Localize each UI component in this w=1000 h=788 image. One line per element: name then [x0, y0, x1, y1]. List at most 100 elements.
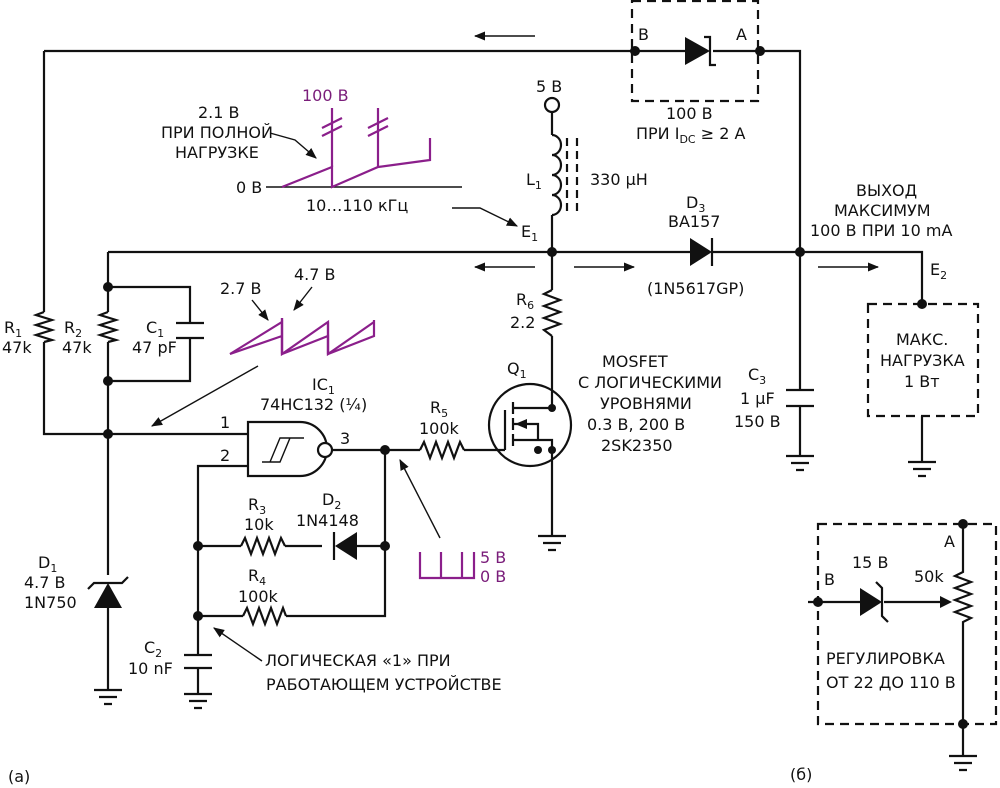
svg-text:1N750: 1N750 — [24, 593, 77, 612]
capacitor-c2: C2 10 nF — [128, 638, 212, 710]
svg-text:РАБОТАЮЩЕМ УСТРОЙСТВЕ: РАБОТАЮЩЕМ УСТРОЙСТВЕ — [266, 675, 502, 694]
output-label: ВЫХОД МАКСИМУМ 100 В ПРИ 10 mA E2 — [810, 181, 952, 282]
diode-d2: D2 1N4148 — [296, 490, 359, 560]
svg-text:1: 1 — [220, 413, 230, 432]
resistor-r2: R2 47k — [62, 310, 121, 357]
svg-text:L1: L1 — [526, 170, 542, 192]
inductor-l1: L1 330 µH — [526, 133, 648, 217]
resistor-r3: R3 10k — [240, 495, 286, 558]
gate-ic1: IC1 74HC132 (¼) 1 2 3 — [220, 375, 367, 478]
svg-text:МАКСИМУМ: МАКСИМУМ — [834, 201, 931, 220]
svg-text:4.7 В: 4.7 В — [294, 265, 336, 284]
svg-text:1N4148: 1N4148 — [296, 511, 359, 530]
svg-text:47k: 47k — [2, 338, 32, 357]
svg-text:2.1 В: 2.1 В — [198, 103, 240, 122]
svg-text:(1N5617GP): (1N5617GP) — [647, 279, 744, 298]
svg-text:50k: 50k — [914, 567, 944, 586]
svg-text:D1: D1 — [38, 553, 57, 575]
svg-text:E2: E2 — [930, 260, 947, 282]
svg-text:D3: D3 — [686, 193, 705, 215]
logic-note: ЛОГИЧЕСКАЯ «1» ПРИ РАБОТАЮЩЕМ УСТРОЙСТВЕ — [213, 627, 502, 694]
svg-text:ОТ 22 ДО 110 В: ОТ 22 ДО 110 В — [826, 673, 956, 692]
svg-text:1 Вт: 1 Вт — [904, 372, 940, 391]
svg-text:IC1: IC1 — [312, 375, 335, 397]
svg-text:100k: 100k — [238, 587, 279, 606]
svg-text:ВЫХОД: ВЫХОД — [856, 181, 917, 200]
svg-text:2.7 В: 2.7 В — [220, 279, 262, 298]
panel-label-a: (a) — [8, 767, 30, 786]
resistor-r5: R5 100k — [419, 398, 465, 462]
svg-text:ПРИ IDC ≥ 2 А: ПРИ IDC ≥ 2 А — [636, 124, 745, 146]
svg-text:10 nF: 10 nF — [128, 659, 173, 678]
mosfet-q1: Q1 MOSFET С ЛОГИЧЕСКИМИ УРОВНЯМИ 0.3 В, … — [487, 352, 722, 552]
zener-d1: D1 4.7 В 1N750 — [24, 553, 129, 706]
waveform-top: 100 В 2.1 В ПРИ ПОЛНОЙ НАГРУЗКЕ 0 В 10…1… — [161, 86, 462, 215]
svg-text:B: B — [824, 570, 835, 589]
svg-text:C1: C1 — [146, 318, 164, 340]
svg-text:ПРИ ПОЛНОЙ: ПРИ ПОЛНОЙ — [161, 123, 273, 142]
svg-text:47 pF: 47 pF — [132, 338, 177, 357]
svg-text:1 µF: 1 µF — [740, 389, 775, 408]
svg-text:5 В: 5 В — [480, 548, 506, 567]
wires — [42, 49, 924, 694]
resistor-r6: R6 2.2 — [510, 289, 564, 337]
svg-text:E1: E1 — [521, 222, 538, 244]
svg-text:РЕГУЛИРОВКА: РЕГУЛИРОВКА — [826, 649, 945, 668]
svg-text:100k: 100k — [419, 419, 460, 438]
pulse-waveform: 5 В 0 В — [399, 459, 506, 586]
svg-text:100 В: 100 В — [666, 104, 713, 123]
svg-text:4.7 В: 4.7 В — [24, 573, 66, 592]
svg-text:150 В: 150 В — [734, 412, 781, 431]
svg-text:10k: 10k — [244, 515, 274, 534]
svg-text:R4: R4 — [248, 566, 266, 588]
svg-text:100 В ПРИ 10 mA: 100 В ПРИ 10 mA — [810, 221, 952, 240]
svg-text:R1: R1 — [4, 318, 22, 340]
svg-text:Q1: Q1 — [507, 359, 527, 381]
svg-text:R5: R5 — [430, 398, 448, 420]
svg-text:10…110 кГц: 10…110 кГц — [306, 196, 408, 215]
svg-text:A: A — [944, 532, 955, 551]
svg-text:0 В: 0 В — [236, 178, 262, 197]
svg-text:A: A — [736, 25, 747, 44]
svg-text:5 В: 5 В — [536, 77, 562, 96]
svg-text:C2: C2 — [144, 638, 162, 660]
load-box: МАКС. НАГРУЗКА 1 Вт — [866, 302, 980, 478]
svg-text:15 В: 15 В — [852, 553, 888, 572]
svg-text:УРОВНЯМИ: УРОВНЯМИ — [600, 394, 692, 413]
svg-text:R3: R3 — [248, 495, 266, 517]
svg-text:BA157: BA157 — [668, 212, 720, 231]
diode-d3: D3 BA157 (1N5617GP) — [647, 193, 744, 298]
svg-text:0.3 В, 200 В: 0.3 В, 200 В — [587, 415, 685, 434]
svg-text:R6: R6 — [516, 290, 534, 312]
svg-text:MOSFET: MOSFET — [602, 352, 668, 371]
svg-text:2: 2 — [220, 446, 230, 465]
svg-text:330 µH: 330 µH — [590, 170, 648, 189]
svg-text:B: B — [638, 25, 649, 44]
svg-text:74HC132 (¼): 74HC132 (¼) — [260, 395, 367, 414]
node-e1: E1 — [452, 207, 538, 244]
svg-text:47k: 47k — [62, 338, 92, 357]
supply-5v: 5 В — [536, 77, 562, 114]
svg-text:0 В: 0 В — [480, 567, 506, 586]
adjust-box: B A 15 В 50k РЕГУЛИРОВКА ОТ 22 ДО 110 В — [808, 522, 998, 772]
svg-text:С ЛОГИЧЕСКИМИ: С ЛОГИЧЕСКИМИ — [578, 373, 722, 392]
svg-text:ЛОГИЧЕСКАЯ «1» ПРИ: ЛОГИЧЕСКАЯ «1» ПРИ — [265, 651, 451, 670]
svg-text:3: 3 — [340, 429, 350, 448]
svg-text:100 В: 100 В — [302, 86, 349, 105]
panel-label-b: (б) — [790, 765, 812, 784]
capacitor-c3: C3 1 µF 150 В — [734, 365, 814, 472]
svg-text:C3: C3 — [748, 365, 766, 387]
svg-text:НАГРУЗКА: НАГРУЗКА — [880, 351, 965, 370]
svg-text:2SK2350: 2SK2350 — [601, 436, 673, 455]
flow-arrows — [473, 31, 880, 272]
resistor-r1: R1 47k — [2, 310, 57, 357]
svg-text:2.2: 2.2 — [510, 313, 535, 332]
svg-text:МАКС.: МАКС. — [896, 330, 948, 349]
waveform-mid: 2.7 В 4.7 В — [151, 265, 376, 427]
svg-text:НАГРУЗКЕ: НАГРУЗКЕ — [175, 143, 259, 162]
capacitor-c1: C1 47 pF — [132, 318, 204, 357]
svg-text:D2: D2 — [322, 490, 341, 512]
svg-text:R2: R2 — [64, 318, 82, 340]
